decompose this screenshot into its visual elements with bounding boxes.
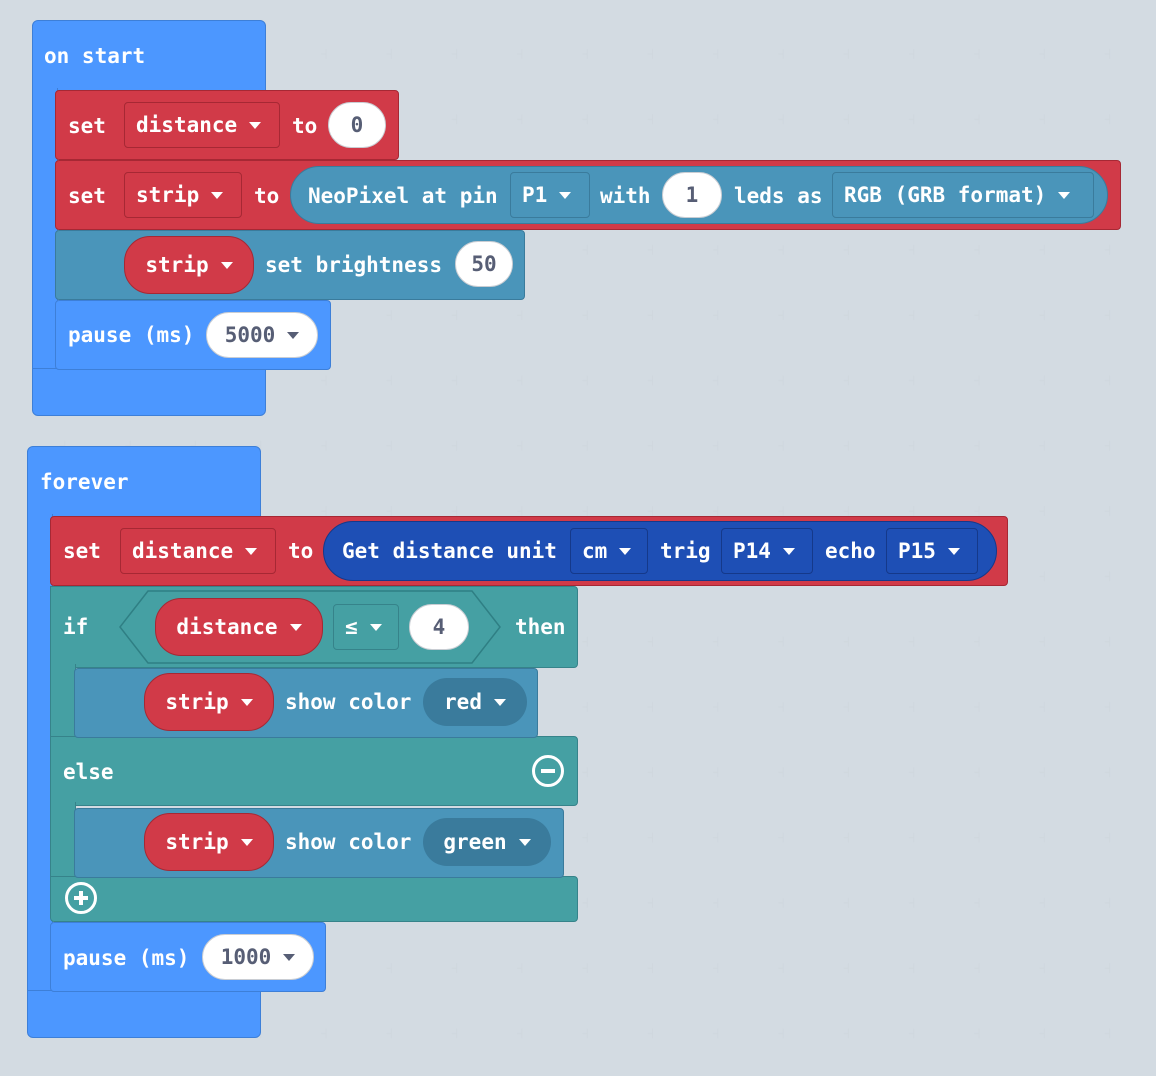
set-label: set (68, 114, 106, 138)
pause-label: pause (ms) (68, 323, 195, 347)
variable-dropdown-distance[interactable]: distance (124, 102, 280, 148)
then-label: then (515, 615, 566, 639)
dropdown-arrow-icon (245, 547, 258, 555)
trig-label: trig (660, 539, 711, 563)
leds-as-label: leds as (734, 184, 823, 208)
strip-variable-reporter[interactable]: strip (124, 236, 254, 294)
else-label: else (63, 760, 114, 784)
get-distance-label: Get distance unit (342, 539, 557, 563)
dropdown-arrow-icon (283, 953, 296, 961)
format-dropdown[interactable]: RGB (GRB format) (832, 172, 1094, 218)
remove-else-icon[interactable] (532, 755, 564, 787)
to-label: to (292, 114, 318, 138)
forever-label: forever (40, 470, 129, 494)
set-label: set (63, 539, 101, 563)
pin-dropdown[interactable]: P1 (510, 172, 590, 218)
number-input-leds[interactable]: 1 (662, 172, 722, 218)
echo-label: echo (825, 539, 876, 563)
to-label: to (288, 539, 314, 563)
set-brightness-label: set brightness (265, 253, 443, 277)
variable-dropdown-distance[interactable]: distance (120, 528, 276, 574)
strip-variable-reporter[interactable]: strip (144, 813, 274, 871)
pause-label: pause (ms) (63, 946, 190, 970)
to-label: to (254, 184, 280, 208)
number-input-brightness[interactable]: 50 (455, 241, 513, 287)
number-input-distance-value[interactable]: 0 (328, 102, 386, 148)
dropdown-arrow-icon (518, 838, 531, 846)
dropdown-arrow-icon (211, 191, 224, 199)
sonar-ping-reporter[interactable] (323, 521, 997, 581)
trig-pin-dropdown[interactable]: P14 (721, 528, 813, 574)
dropdown-arrow-icon (240, 838, 253, 846)
add-else-icon[interactable] (65, 882, 97, 914)
dropdown-arrow-icon (249, 121, 262, 129)
variable-dropdown-strip[interactable]: strip (124, 172, 242, 218)
dropdown-arrow-icon (240, 698, 253, 706)
show-color-label: show color (285, 830, 412, 854)
operator-dropdown[interactable]: ≤ (333, 604, 399, 650)
with-label: with (600, 184, 651, 208)
dropdown-arrow-icon (369, 623, 382, 631)
echo-pin-dropdown[interactable]: P15 (886, 528, 978, 574)
set-label: set (68, 184, 106, 208)
show-color-label: show color (285, 690, 412, 714)
dropdown-arrow-icon (287, 331, 300, 339)
dropdown-arrow-icon (947, 547, 960, 555)
number-input-threshold[interactable]: 4 (409, 604, 469, 650)
dropdown-arrow-icon (782, 547, 795, 555)
if-label: if (63, 615, 89, 639)
strip-variable-reporter[interactable]: strip (144, 673, 274, 731)
color-dropdown-green[interactable]: green (423, 818, 551, 866)
dropdown-arrow-icon (493, 698, 506, 706)
dropdown-arrow-icon (289, 623, 302, 631)
unit-dropdown[interactable]: cm (570, 528, 648, 574)
on-start-label: on start (44, 44, 146, 68)
neopixel-at-pin-label: NeoPixel at pin (308, 184, 498, 208)
dropdown-arrow-icon (619, 547, 632, 555)
dropdown-arrow-icon (1058, 191, 1071, 199)
dropdown-arrow-icon (220, 261, 233, 269)
dropdown-arrow-icon (559, 191, 572, 199)
pause-duration-dropdown[interactable]: 5000 (206, 312, 318, 358)
color-dropdown-red[interactable]: red (423, 678, 527, 726)
pause-duration-dropdown[interactable]: 1000 (202, 934, 314, 980)
distance-variable-reporter[interactable]: distance (155, 598, 323, 656)
